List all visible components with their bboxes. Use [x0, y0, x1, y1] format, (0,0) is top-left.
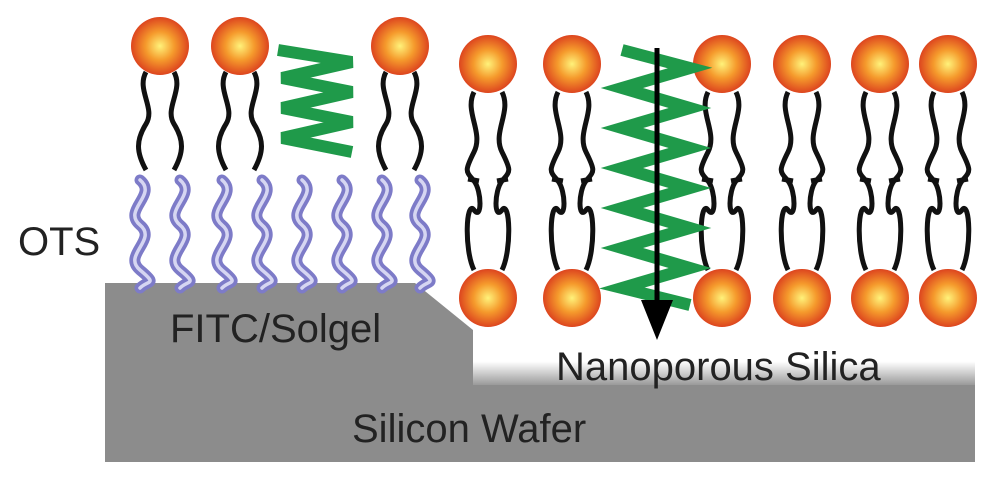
lipid-tail	[168, 70, 184, 172]
lipid-head-icon	[773, 269, 831, 327]
fitc-solgel-label: FITC/Solgel	[170, 307, 381, 351]
ots-chain-highlight	[133, 178, 152, 290]
tail-kink	[551, 176, 564, 184]
lipid-head-icon	[693, 269, 751, 327]
tail-kink	[730, 176, 743, 184]
ots-chain-highlight	[335, 178, 354, 290]
tail-kink	[888, 176, 901, 184]
lipid-tail	[248, 70, 264, 172]
silicon-wafer-substrate	[105, 283, 975, 462]
ots-monolayer	[129, 174, 436, 294]
tail-kink	[580, 176, 593, 184]
tail-kink	[496, 176, 509, 184]
silicon-wafer-label: Silicon Wafer	[352, 407, 586, 451]
lipid-head-icon	[543, 35, 601, 93]
lipid-head-icon	[459, 35, 517, 93]
lipid-head-icon	[693, 35, 751, 93]
lipid-tail	[408, 70, 424, 172]
peptide-surface-icon	[277, 44, 354, 158]
ots-chain-highlight	[215, 178, 234, 290]
ots-label: OTS	[18, 220, 100, 264]
nanoporous-silica-label: Nanoporous Silica	[556, 345, 881, 389]
lipid-tail	[216, 70, 232, 172]
tail-kink	[927, 176, 940, 184]
lipid-head-icon	[851, 269, 909, 327]
ots-chain-highlight	[173, 178, 192, 290]
lipid-head-icon	[773, 35, 831, 93]
left-lipid-monolayer	[131, 17, 429, 172]
ots-chain-highlight	[255, 178, 274, 290]
tail-kink	[956, 176, 969, 184]
lipid-head-icon	[919, 35, 977, 93]
lipid-head-icon	[131, 17, 189, 75]
tail-kink	[859, 176, 872, 184]
lipid-head-icon	[919, 269, 977, 327]
ots-chain-highlight	[413, 178, 432, 290]
right-lipid-bilayer	[459, 35, 977, 327]
nanoporous-silica-layer	[473, 318, 975, 385]
lipid-head-icon	[211, 17, 269, 75]
ots-chain-highlight	[295, 178, 314, 290]
tail-kink	[467, 176, 480, 184]
ots-chain-highlight	[375, 178, 394, 290]
insertion-arrow-icon	[641, 48, 673, 340]
lipid-head-icon	[371, 17, 429, 75]
tail-kink	[810, 176, 823, 184]
lipid-tail	[136, 70, 152, 172]
lipid-head-icon	[459, 269, 517, 327]
tail-kink	[701, 176, 714, 184]
lipid-head-icon	[851, 35, 909, 93]
tail-kink	[781, 176, 794, 184]
lipid-head-icon	[543, 269, 601, 327]
lipid-tail	[376, 70, 392, 172]
